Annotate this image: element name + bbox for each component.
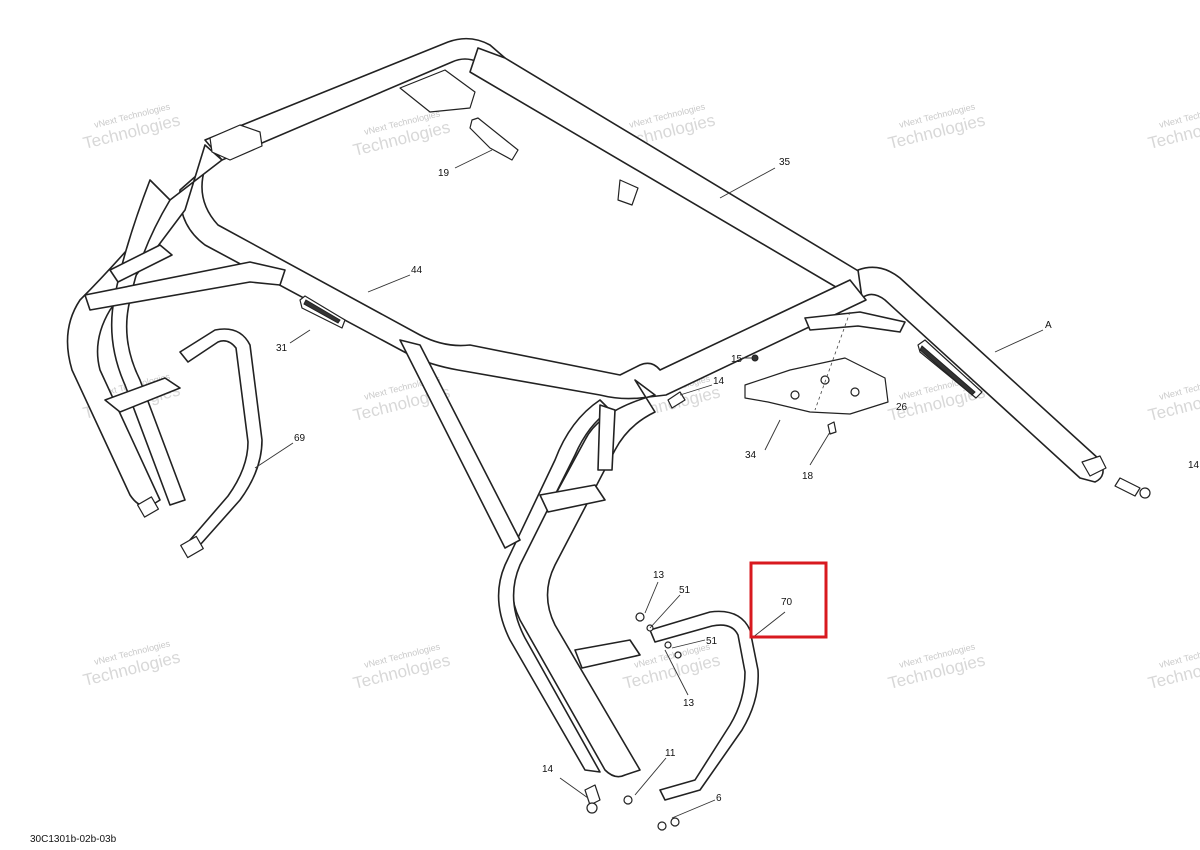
bracket-hole	[790, 390, 800, 400]
callout-51-lower: 51	[706, 636, 718, 647]
bracket-hole	[850, 387, 860, 397]
callout-34: 34	[745, 450, 757, 461]
callout-14-right: 14	[1188, 460, 1200, 471]
callout-19: 19	[438, 168, 450, 179]
front-cross-tube	[179, 167, 867, 400]
watermark: vNext Technologies Technologies	[886, 641, 987, 693]
rear-mount-tab	[1081, 455, 1107, 477]
right-step-lower	[574, 639, 641, 669]
left-lower-brace	[104, 377, 181, 413]
callout-44: 44	[411, 265, 423, 276]
callout-15: 15	[731, 354, 743, 365]
left-cross-brace	[84, 261, 286, 311]
callout-70: 70	[781, 597, 793, 608]
part-19	[469, 117, 519, 161]
callout-14-bottom: 14	[542, 764, 554, 775]
watermark: vNext Technologies Technologies	[81, 638, 182, 690]
front-mount-clamp	[617, 179, 639, 206]
bolt-14-mid	[667, 391, 686, 409]
watermark: vNext Technologies Technologies	[81, 101, 182, 153]
watermark: vNext Technologies Technologies	[1146, 373, 1200, 425]
callout-26: 26	[896, 402, 908, 413]
right-rear-vertical	[597, 404, 616, 471]
right-front-pillar	[511, 379, 656, 778]
callout-51: 51	[679, 585, 691, 596]
right-rear-tube	[857, 266, 1104, 483]
watermark: vNext Technologies Technologies	[886, 101, 987, 153]
rear-right-rail	[469, 47, 871, 301]
drawing-code: 30C1301b-02b-03b	[30, 834, 117, 845]
bolt-14-right	[1114, 477, 1151, 499]
watermark: vNext Technologies Technologies	[351, 641, 452, 693]
callout-35: 35	[779, 157, 791, 168]
leader-lines	[254, 149, 1044, 819]
bolt-14-bottom	[584, 784, 601, 814]
roll-cage-frame	[66, 37, 1104, 778]
highlight-frame	[749, 561, 828, 639]
part-26	[917, 339, 983, 399]
dashed-guide	[814, 311, 851, 411]
callout-31: 31	[276, 343, 288, 354]
front-diagonal-strut	[399, 339, 521, 549]
watermark: vNext Technologies Technologies	[351, 108, 452, 160]
left-upper-brace	[109, 244, 173, 283]
callout-6: 6	[716, 793, 722, 804]
bolt-18	[827, 421, 837, 435]
grab-bar-69-end	[136, 496, 204, 559]
highlight-box-70[interactable]: 70	[749, 561, 828, 639]
right-inner-pillar	[497, 399, 611, 773]
left-front-pillar	[66, 144, 223, 508]
grab-bar-70	[649, 610, 759, 801]
callout-18: 18	[802, 471, 814, 482]
top-mount-block	[399, 69, 476, 113]
callout-69: 69	[294, 433, 306, 444]
callout-14: 14	[713, 376, 725, 387]
watermark: vNext Technologies Technologies	[1146, 641, 1200, 693]
watermark: vNext Technologies Technologies	[1146, 101, 1200, 153]
callout-a: A	[1045, 320, 1052, 331]
bracket-hole	[820, 375, 830, 385]
part-34-bracket	[744, 357, 889, 415]
callout-13: 13	[653, 570, 665, 581]
callout-labels: 19 35 44 31 69 A 15 14 26 34 18 14 13 51…	[276, 157, 1200, 804]
grab-bar-69	[179, 328, 263, 546]
nut-11	[623, 795, 633, 805]
right-step-upper	[539, 484, 606, 513]
part-26-stripe	[919, 345, 976, 396]
callout-11: 11	[665, 748, 676, 759]
callout-13-lower: 13	[683, 698, 695, 709]
part-31-stripe	[303, 299, 341, 324]
rear-crossmember	[804, 311, 906, 333]
bolt-15	[751, 354, 759, 362]
top-left-bracket	[209, 124, 263, 161]
bolt-6	[657, 817, 680, 831]
